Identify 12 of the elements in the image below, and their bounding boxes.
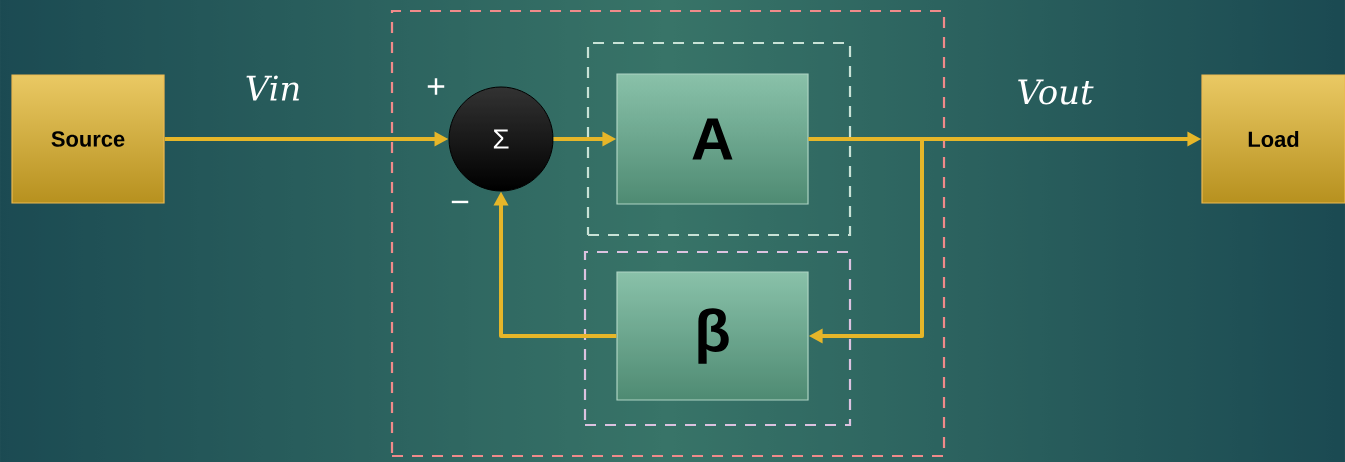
edge-label: Vout bbox=[1018, 79, 1094, 105]
edge-label: Vin bbox=[246, 75, 299, 101]
sign-label: + bbox=[427, 78, 445, 95]
arrow bbox=[808, 137, 924, 344]
block-box: β bbox=[616, 271, 809, 401]
dashed-frame bbox=[390, 9, 946, 458]
dashed-frame bbox=[583, 250, 852, 427]
sign-label: − bbox=[451, 200, 469, 204]
block-box: A bbox=[616, 73, 809, 205]
block-box: Source bbox=[11, 74, 165, 204]
dashed-frame bbox=[586, 41, 852, 237]
block-box: Load bbox=[1201, 74, 1345, 204]
